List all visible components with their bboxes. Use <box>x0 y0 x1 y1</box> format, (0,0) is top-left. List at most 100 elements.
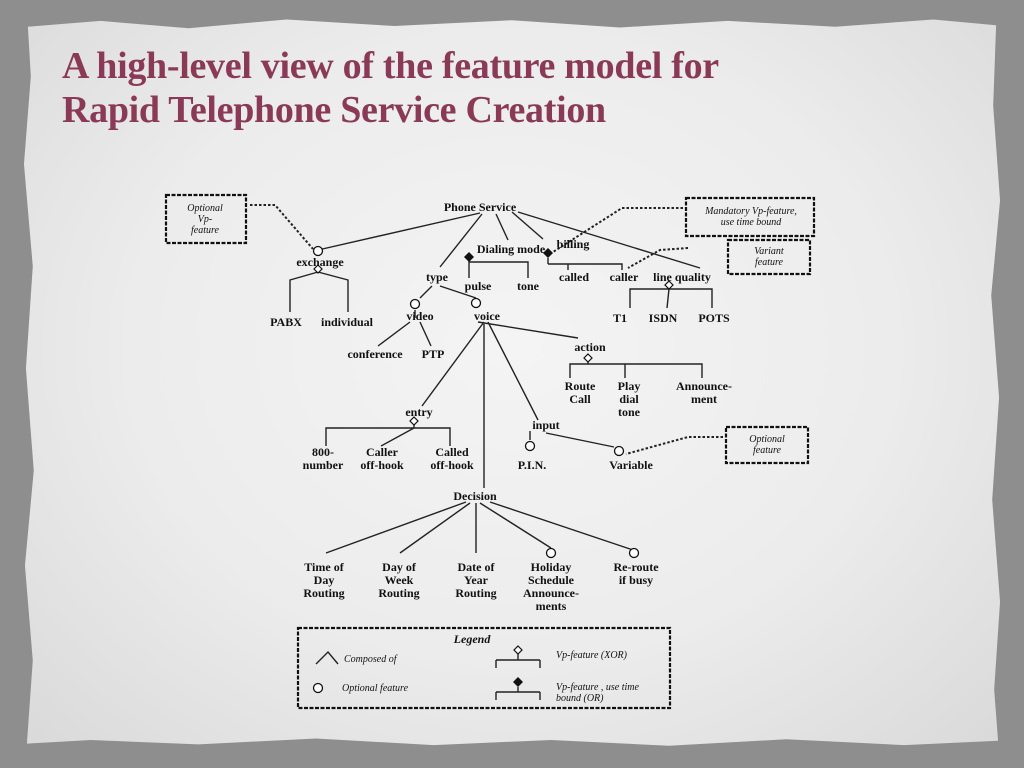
legend: Legend Composed of Optional feature Vp-f… <box>296 626 672 710</box>
label-line: Re-route <box>613 560 659 574</box>
diagram-nodes: Phone Service exchange PABX individual D… <box>270 200 732 613</box>
label-line: number <box>303 458 344 472</box>
node-type: type <box>426 270 449 284</box>
label-line: called <box>559 270 589 284</box>
label-line: Play <box>618 379 641 393</box>
label-line: Route <box>565 379 596 393</box>
label-line: use time bound <box>721 217 783 228</box>
node-exchange: exchange <box>296 255 344 269</box>
slide-title: A high-level view of the feature model f… <box>62 44 962 132</box>
label-line: type <box>426 270 449 284</box>
node-isdn: ISDN <box>649 311 678 325</box>
node-line-quality: line quality <box>653 270 711 284</box>
node-t1: T1 <box>613 311 627 325</box>
slide-title-line-1: A high-level view of the feature model f… <box>62 45 719 87</box>
label-line: Announce- <box>676 379 732 393</box>
label-line: entry <box>405 405 432 419</box>
label-line: dial <box>619 392 639 406</box>
label-line: if busy <box>619 573 653 587</box>
label-line: Vp-feature , use time <box>556 682 640 693</box>
node-variable: Variable <box>609 458 653 472</box>
label-line: Optional <box>187 203 223 214</box>
label-line: Composed of <box>344 654 398 665</box>
callout-mandatory-vp-box <box>684 196 816 238</box>
node-800-number: 800-number <box>303 445 344 472</box>
label-line: POTS <box>698 311 730 325</box>
label-line: conference <box>347 347 403 361</box>
node-pulse: pulse <box>465 279 492 293</box>
label-line: off-hook <box>360 458 404 472</box>
xor-marker <box>409 416 419 426</box>
slide-title-line-2: Rapid Telephone Service Creation <box>62 89 606 131</box>
label-line: Schedule <box>528 573 575 587</box>
node-conference: conference <box>347 347 403 361</box>
optional-marker <box>312 245 324 257</box>
label-line: Mandatory Vp-feature, <box>704 206 797 217</box>
callout-optional-vp-box <box>164 193 248 245</box>
node-voice: voice <box>474 309 501 323</box>
callout-variant-box <box>726 238 812 276</box>
node-action: action <box>574 340 606 354</box>
label-line: individual <box>321 315 374 329</box>
or-marker <box>543 248 553 258</box>
label-line: PTP <box>422 347 445 361</box>
label-line: tone <box>517 279 540 293</box>
optional-marker <box>545 547 557 559</box>
paper-background <box>23 19 1001 746</box>
legend-xor-symbol <box>513 645 523 655</box>
node-pabx: PABX <box>270 315 302 329</box>
label-line: billing <box>557 237 590 251</box>
label-line: ISDN <box>649 311 678 325</box>
label-line: input <box>532 418 559 432</box>
label-line: off-hook <box>430 458 474 472</box>
node-caller: caller <box>610 270 639 284</box>
label-line: Vp- <box>198 214 212 225</box>
label-line: Caller <box>366 445 399 459</box>
label-line: video <box>406 309 433 323</box>
optional-marker <box>524 440 536 452</box>
label-line: voice <box>474 309 501 323</box>
legend-title: Legend <box>453 632 492 646</box>
node-billing: billing <box>557 237 590 251</box>
legend-composed-of: Composed of <box>344 654 398 665</box>
legend-composed-of-symbol <box>315 650 339 665</box>
label-line: ment <box>691 392 717 406</box>
legend-or-branches <box>495 687 541 700</box>
label-line: T1 <box>613 311 627 325</box>
label-line: Year <box>464 573 489 587</box>
label-line: pulse <box>465 279 492 293</box>
label-line: Week <box>385 573 414 587</box>
label-line: Dialing mode <box>477 242 546 256</box>
label-line: Day of <box>382 560 417 574</box>
node-phone-service: Phone Service <box>444 200 517 214</box>
label-line: Legend <box>453 632 492 646</box>
legend-xor-branches <box>495 654 541 668</box>
legend-vp-feature-xor: Vp-feature (XOR) <box>556 650 628 661</box>
label-line: feature <box>755 257 784 268</box>
label-line: exchange <box>296 255 344 269</box>
or-marker <box>464 252 474 262</box>
label-line: Variant <box>754 246 784 257</box>
label-line: ments <box>536 599 567 613</box>
node-decision: Decision <box>453 489 497 503</box>
label-line: Time of <box>304 560 344 574</box>
node-announcement: Announce-ment <box>676 379 732 406</box>
label-line: 800- <box>312 445 334 459</box>
label-line: Routing <box>455 586 496 600</box>
node-video: video <box>406 309 433 323</box>
node-dialing-mode: Dialing mode <box>477 242 546 256</box>
node-called: called <box>559 270 589 284</box>
callout-mandatory-vp-feature: Mandatory Vp-feature,use time bound <box>704 206 797 228</box>
